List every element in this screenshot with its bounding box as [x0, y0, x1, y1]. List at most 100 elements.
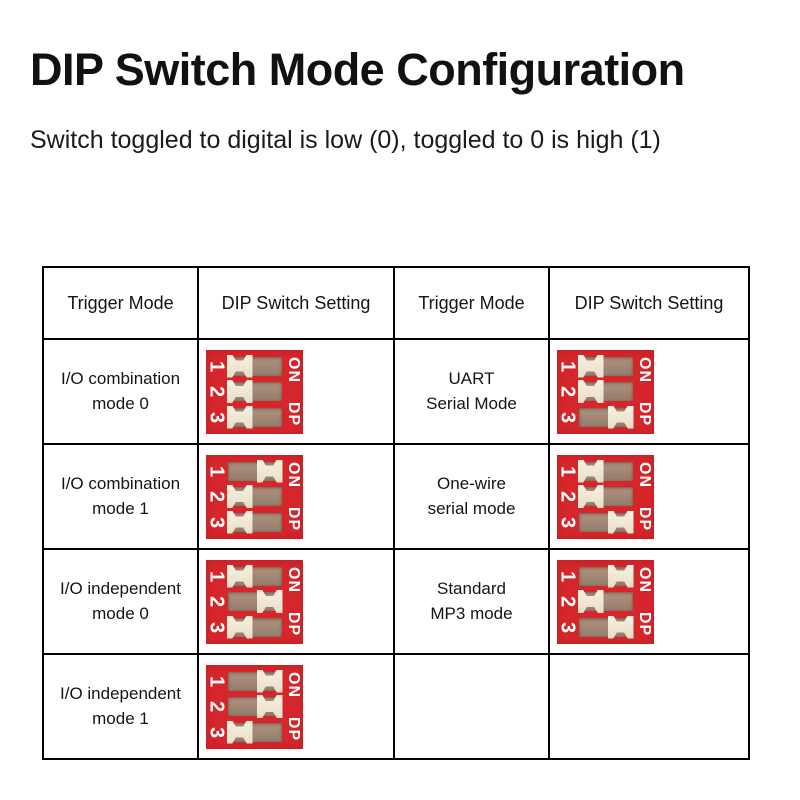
dip-slot — [578, 510, 634, 534]
dip-slot — [227, 695, 283, 718]
dip-slot — [226, 354, 282, 378]
dip-slot — [227, 669, 283, 693]
trigger-mode-label: I/O independent mode 1 — [60, 683, 181, 728]
table-row: I/O independent mode 0 1 2 3 ON DP — [42, 548, 750, 655]
dip-slots — [577, 455, 634, 539]
dip-toggle — [226, 485, 253, 508]
dip-toggle — [226, 564, 253, 588]
dip-side-labels: ON DP — [634, 560, 654, 644]
dip-side-label: DP — [285, 506, 303, 531]
col-header-trigger-mode-1: Trigger Mode — [42, 266, 199, 340]
dip-switch: 1 2 3 ON DP — [205, 454, 303, 539]
dip-side-label: ON — [636, 356, 653, 383]
dip-pin-label: 3 — [205, 726, 228, 738]
dip-slot — [227, 459, 283, 483]
dip-slots — [577, 350, 634, 434]
dip-pin-labels: 1 2 3 — [205, 350, 228, 434]
dip-pin-label: 2 — [556, 595, 579, 608]
dip-toggle — [256, 669, 283, 693]
dip-slot — [577, 590, 633, 613]
dip-side-label: ON — [285, 566, 302, 593]
dip-setting-cell-empty — [548, 653, 750, 760]
dip-toggle — [226, 615, 253, 639]
dip-slot — [577, 380, 633, 403]
dip-slots — [226, 350, 283, 434]
dip-toggle — [607, 405, 634, 429]
dip-pin-label: 2 — [556, 490, 579, 503]
trigger-mode-cell: UART Serial Mode — [393, 338, 550, 445]
dip-slot — [577, 354, 633, 378]
dip-pin-label: 1 — [556, 360, 579, 372]
trigger-mode-cell: I/O combination mode 1 — [42, 443, 199, 550]
dip-side-label: ON — [285, 461, 302, 488]
dip-toggle — [226, 720, 253, 744]
trigger-mode-cell: Standard MP3 mode — [393, 548, 550, 655]
dip-side-label: DP — [285, 611, 303, 636]
dip-pin-label: 2 — [556, 385, 579, 398]
dip-toggle — [577, 485, 604, 508]
dip-side-labels: ON DP — [283, 560, 303, 644]
dip-toggle — [577, 354, 604, 378]
dip-pin-label: 3 — [205, 516, 228, 528]
dip-pin-label: 1 — [205, 465, 228, 477]
dip-slot — [578, 615, 634, 639]
table-row: I/O combination mode 1 1 2 3 ON DP — [42, 443, 750, 550]
table-header-row: Trigger Mode DIP Switch Setting Trigger … — [42, 266, 750, 340]
page-subtitle: Switch toggled to digital is low (0), to… — [30, 126, 661, 154]
dip-slot — [577, 485, 633, 508]
dip-pin-label: 2 — [205, 385, 228, 398]
dip-slots — [226, 560, 283, 644]
dip-side-label: DP — [636, 401, 654, 426]
dip-toggle — [607, 510, 634, 534]
dip-slot — [226, 405, 282, 429]
dip-side-label: ON — [285, 356, 302, 383]
dip-pin-label: 3 — [205, 411, 228, 423]
col-header-trigger-mode-2: Trigger Mode — [393, 266, 550, 340]
dip-side-label: ON — [636, 461, 653, 488]
trigger-mode-label: I/O combination mode 1 — [60, 473, 181, 518]
trigger-mode-label: Standard MP3 mode — [430, 578, 513, 623]
dip-slot — [226, 510, 282, 534]
dip-slots — [577, 560, 634, 644]
dip-slot — [577, 459, 633, 483]
dip-slots — [226, 665, 283, 749]
dip-pin-label: 3 — [556, 516, 579, 528]
dip-toggle — [226, 405, 253, 429]
dip-toggle — [226, 510, 253, 534]
dip-side-label: ON — [636, 566, 653, 593]
trigger-mode-label: I/O combination mode 0 — [60, 368, 181, 413]
dip-slot — [226, 720, 282, 744]
dip-toggle — [226, 380, 253, 403]
dip-toggle — [256, 590, 283, 613]
trigger-mode-label: UART Serial Mode — [426, 368, 517, 413]
dip-toggle — [607, 564, 634, 588]
trigger-mode-cell: I/O combination mode 0 — [42, 338, 199, 445]
dip-pin-label: 1 — [556, 570, 579, 582]
dip-pin-labels: 1 2 3 — [556, 560, 579, 644]
dip-slot — [226, 485, 282, 508]
dip-slot — [578, 405, 634, 429]
trigger-mode-label: I/O independent mode 0 — [60, 578, 181, 623]
trigger-mode-cell-empty — [393, 653, 550, 760]
dip-setting-cell: 1 2 3 ON DP — [197, 443, 395, 550]
dip-pin-label: 3 — [556, 621, 579, 633]
dip-toggle — [577, 590, 604, 613]
dip-side-label: DP — [636, 611, 654, 636]
dip-slot — [227, 590, 283, 613]
dip-slots — [226, 455, 283, 539]
dip-pin-label: 2 — [205, 490, 228, 503]
trigger-mode-label: One-wire serial mode — [427, 473, 516, 518]
dip-pin-label: 1 — [205, 360, 228, 372]
